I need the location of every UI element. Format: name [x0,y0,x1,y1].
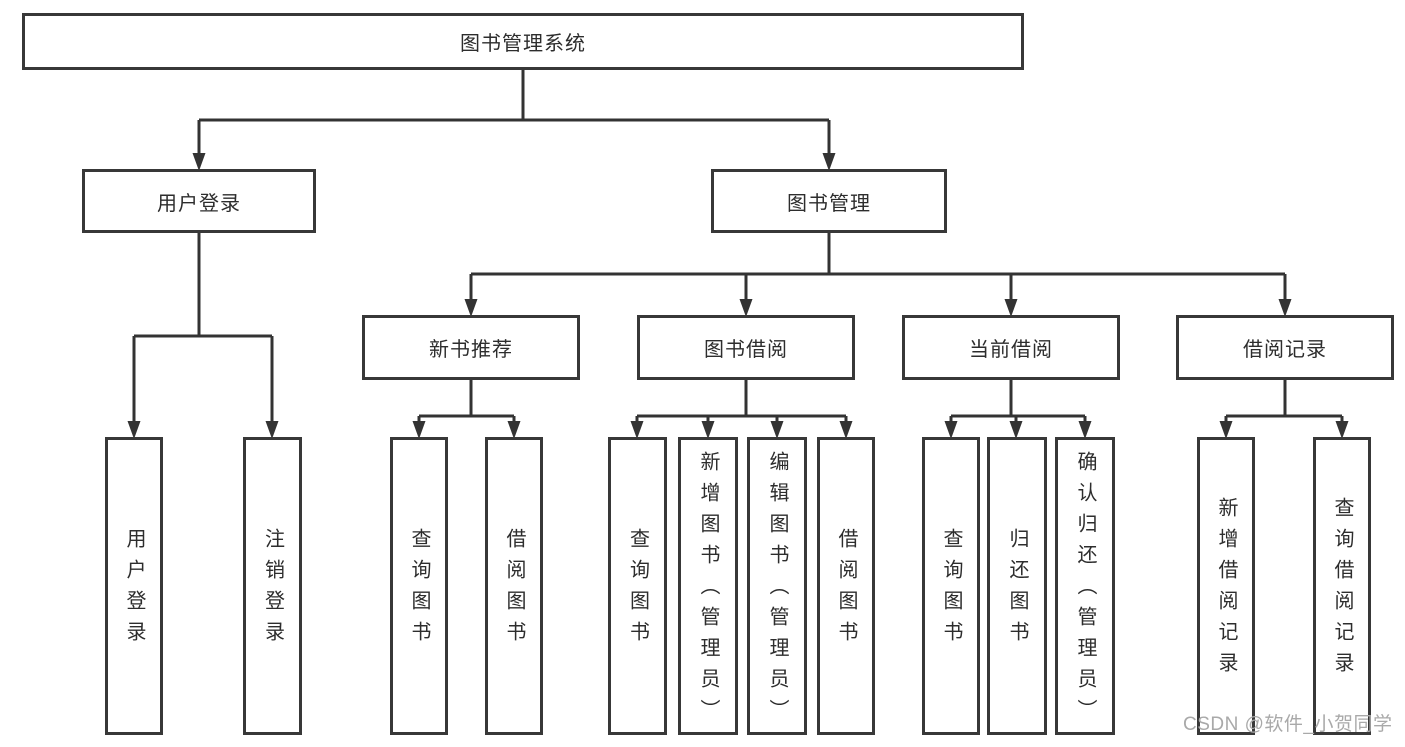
node-book-borrow: 图书借阅 [637,315,855,380]
node-borrow-records: 借阅记录 [1176,315,1394,380]
leaf-borrow-books: 借阅图书 [817,437,875,735]
leaf-user-login: 用户登录 [105,437,163,735]
leaf-add-borrow-record: 新增借阅记录 [1197,437,1255,735]
node-book-management: 图书管理 [711,169,947,233]
node-user-login: 用户登录 [82,169,316,233]
leaf-query-books-current: 查询图书 [922,437,980,735]
leaf-query-borrow-record: 查询借阅记录 [1313,437,1371,735]
node-current-borrow: 当前借阅 [902,315,1120,380]
leaf-borrow-books-recommend: 借阅图书 [485,437,543,735]
leaf-edit-books-admin: 编辑图书（管理员） [747,437,807,735]
leaf-add-books-admin: 新增图书（管理员） [678,437,738,735]
node-library-system: 图书管理系统 [22,13,1024,70]
csdn-watermark: CSDN @软件_小贺同学 [1183,714,1393,735]
leaf-logout: 注销登录 [243,437,302,735]
leaf-query-books-borrow: 查询图书 [608,437,667,735]
leaf-return-books: 归还图书 [987,437,1047,735]
leaf-confirm-return-admin: 确认归还（管理员） [1055,437,1115,735]
leaf-query-books-recommend: 查询图书 [390,437,448,735]
node-new-book-recommend: 新书推荐 [362,315,580,380]
